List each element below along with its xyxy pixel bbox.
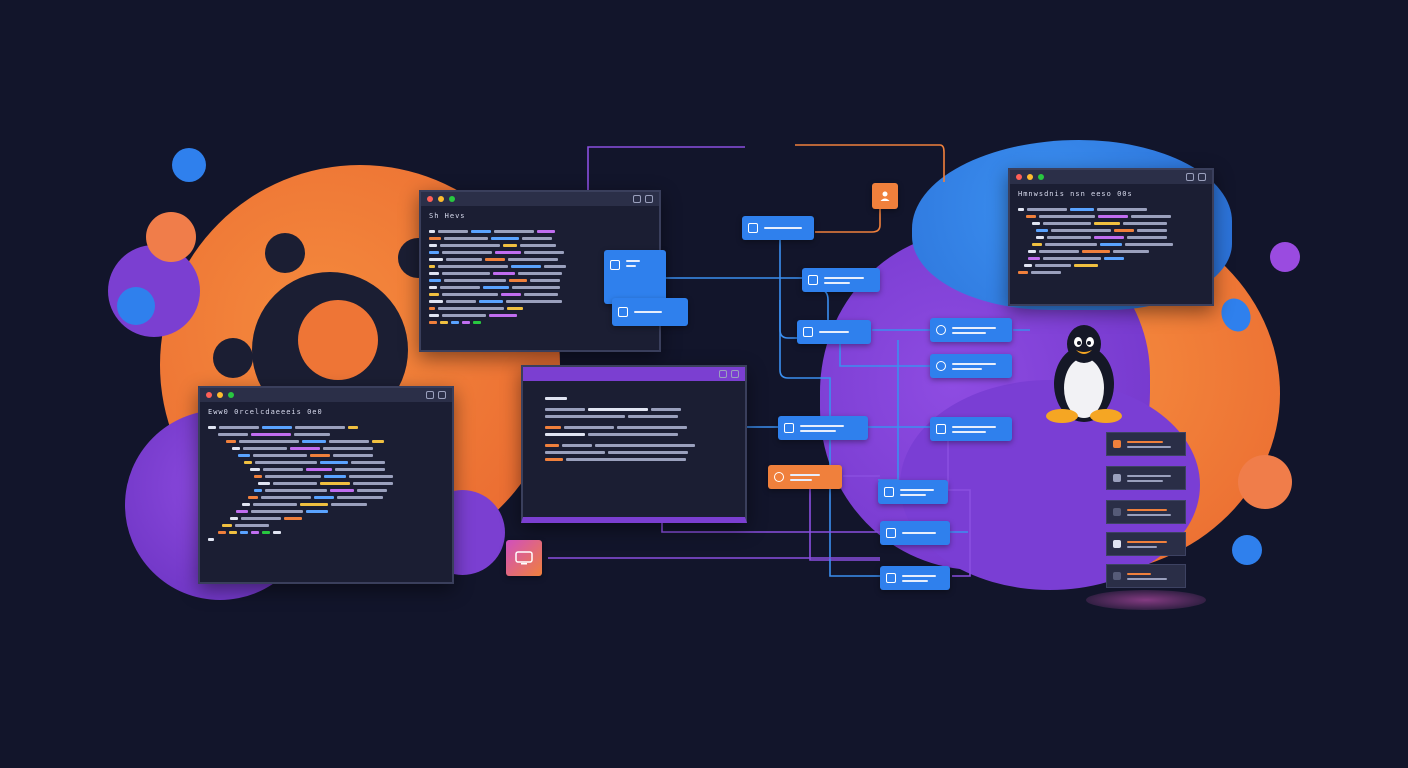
node-icon: [784, 423, 794, 433]
media-badge[interactable]: [506, 540, 542, 576]
node-icon: [886, 528, 896, 538]
maximize-dot[interactable]: [1038, 174, 1044, 180]
rack-unit: [1106, 466, 1186, 490]
flow-node-8[interactable]: [878, 480, 948, 504]
orange-dot-right: [1238, 455, 1292, 509]
title-bar: [200, 388, 452, 402]
code-window-bottom-left: Eww0 0rcelcdaeeeis 0e0: [198, 386, 454, 584]
flow-node-orange[interactable]: [768, 465, 842, 489]
close-dot[interactable]: [1016, 174, 1022, 180]
window-title: Sh Hevs: [429, 212, 466, 220]
user-badge[interactable]: [872, 183, 898, 209]
code-block: [200, 418, 452, 549]
flow-node-2[interactable]: [802, 268, 880, 292]
window-button-icon[interactable]: [426, 391, 434, 399]
window-button-icon[interactable]: [731, 370, 739, 378]
close-dot[interactable]: [427, 196, 433, 202]
minimize-dot[interactable]: [217, 392, 223, 398]
flow-node-9[interactable]: [880, 521, 950, 545]
card-node-large-2[interactable]: [612, 298, 688, 326]
window-button-icon[interactable]: [1198, 173, 1206, 181]
blue-dot-1: [172, 148, 206, 182]
window-controls: [426, 391, 446, 399]
display-icon: [515, 551, 533, 565]
blue-dot-right: [1232, 535, 1262, 565]
rack-unit: [1106, 564, 1186, 588]
blue-dot-2: [117, 287, 155, 325]
node-icon: [936, 361, 946, 371]
close-dot[interactable]: [206, 392, 212, 398]
document-body: [523, 381, 745, 477]
window-button-icon[interactable]: [438, 391, 446, 399]
window-button-icon[interactable]: [1186, 173, 1194, 181]
flow-node-5[interactable]: [930, 318, 1012, 342]
window-button-icon[interactable]: [633, 195, 641, 203]
node-icon: [936, 325, 946, 335]
card-icon: [618, 307, 628, 317]
user-icon: [880, 191, 890, 201]
node-icon: [884, 487, 894, 497]
rack-unit: [1106, 500, 1186, 524]
rack-unit: [1106, 532, 1186, 556]
clock-icon: [610, 260, 620, 270]
window-button-icon[interactable]: [645, 195, 653, 203]
node-icon: [803, 327, 813, 337]
flow-node-10[interactable]: [880, 566, 950, 590]
node-icon: [936, 424, 946, 434]
window-title: Eww0 0rcelcdaeeeis 0e0: [208, 408, 323, 416]
node-icon: [808, 275, 818, 285]
title-bar: [1010, 170, 1212, 184]
maximize-dot[interactable]: [449, 196, 455, 202]
flow-node-1[interactable]: [742, 216, 814, 240]
window-button-icon[interactable]: [719, 370, 727, 378]
window-controls: [719, 370, 739, 378]
flow-node-4[interactable]: [778, 416, 868, 440]
title-bar: [421, 192, 659, 206]
purple-dot-right: [1270, 242, 1300, 272]
document-window-center: [521, 365, 747, 523]
window-controls: [1186, 173, 1206, 181]
window-title: Hmnwsdnis nsn eeso 00s: [1018, 190, 1133, 198]
minimize-dot[interactable]: [438, 196, 444, 202]
flow-node-3[interactable]: [797, 320, 871, 344]
node-icon: [886, 573, 896, 583]
code-block: [421, 222, 659, 332]
code-block: [1010, 200, 1212, 282]
maximize-dot[interactable]: [228, 392, 234, 398]
orange-dot-1: [146, 212, 196, 262]
server-rack-icon: [1086, 432, 1206, 610]
node-icon: [774, 472, 784, 482]
code-window-top-right: Hmnwsdnis nsn eeso 00s: [1008, 168, 1214, 306]
node-icon: [748, 223, 758, 233]
title-bar: [523, 367, 745, 381]
flow-node-7[interactable]: [930, 417, 1012, 441]
minimize-dot[interactable]: [1027, 174, 1033, 180]
flow-node-6[interactable]: [930, 354, 1012, 378]
window-controls: [633, 195, 653, 203]
card-node-large[interactable]: [604, 250, 666, 304]
penguin-icon: [1046, 325, 1122, 423]
rack-unit: [1106, 432, 1186, 456]
